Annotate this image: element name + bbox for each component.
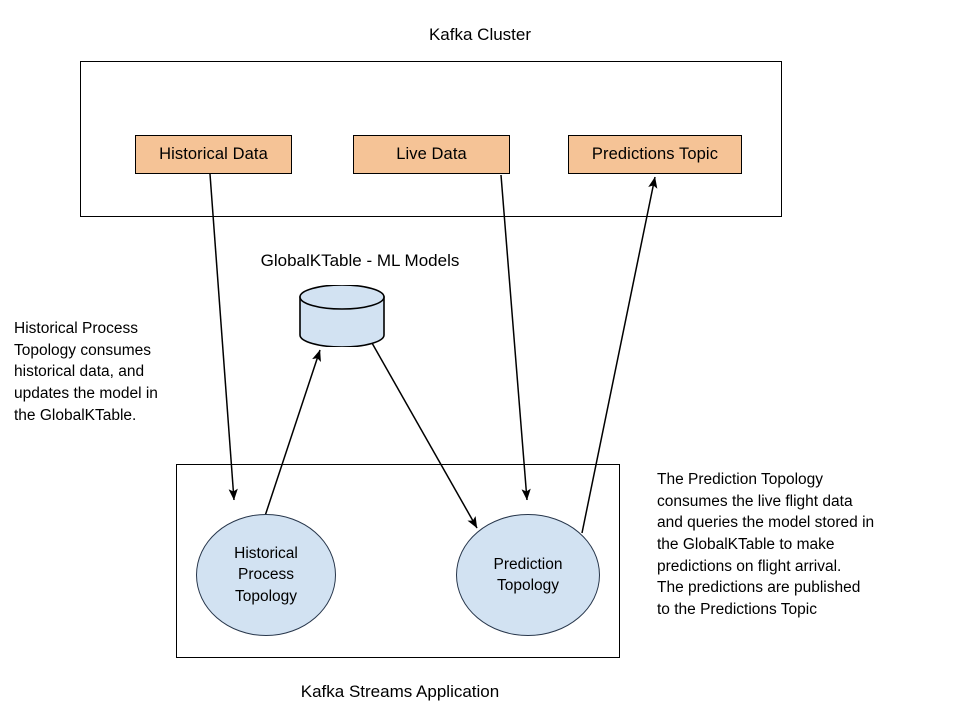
globalktable-title: GlobalKTable - ML Models [260,251,460,270]
kafka-streams-application-boundary [176,464,620,658]
node-historical-process-topology[interactable]: Historical Process Topology [196,514,336,636]
topic-historical-data[interactable]: Historical Data [135,135,292,174]
topic-live-data[interactable]: Live Data [353,135,510,174]
node-historical-process-topology-line-3: Topology [234,587,298,605]
kafka-streams-application-title: Kafka Streams Application [300,682,500,701]
topic-historical-data-label: Historical Data [159,145,268,163]
globalktable-store[interactable] [298,284,386,348]
topic-live-data-label: Live Data [396,145,467,163]
node-historical-process-topology-line-1: Historical [234,544,298,562]
annotation-prediction-topology: The Prediction Topology consumes the liv… [657,471,875,619]
node-prediction-topology-line-1: Prediction [493,555,563,573]
topic-predictions-topic-label: Predictions Topic [591,145,719,163]
node-prediction-topology-line-2: Topology [496,577,560,594]
kafka-cluster-boundary [80,61,782,217]
node-historical-process-topology-line-2: Process [238,566,294,584]
kafka-cluster-title: Kafka Cluster [428,25,532,44]
node-prediction-topology[interactable]: Prediction Topology [456,514,600,636]
edge-live-data-to-prediction-topology [500,174,531,501]
database-cylinder-icon [299,284,385,348]
topic-predictions-topic[interactable]: Predictions Topic [568,135,742,174]
annotation-historical-process: Historical Process Topology consumes his… [14,320,158,424]
